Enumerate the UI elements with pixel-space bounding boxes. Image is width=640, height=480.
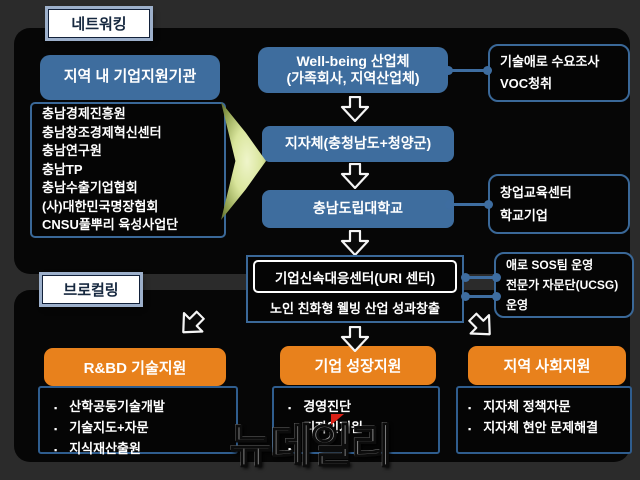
center-subtitle: 노인 친화형 웰빙 산업 성과창출 [270, 301, 440, 316]
connector-dot [484, 200, 493, 209]
list-item: ▪ 지식재산출원 [54, 439, 230, 460]
list-item-text: 지자체 현안 문제해결 [483, 420, 599, 435]
list-item-text: 산학공동기술개발 [69, 399, 165, 414]
card-regional-title-box: 지역 사회지원 [468, 346, 626, 385]
down-arrow-icon [340, 229, 370, 261]
networking-tag-label: 네트워킹 [71, 16, 127, 33]
org-item: 충남TP [42, 161, 83, 177]
list-item-text: 경영진단 [303, 399, 352, 414]
card-regional-title: 지역 사회지원 [503, 358, 591, 375]
card-growth-title: 기업 성장지원 [314, 358, 402, 375]
voc-line2: VOC청취 [500, 76, 553, 91]
org-item: 충남경제진흥원 [42, 105, 126, 121]
card-rbd-list: ▪ 산학공동기술개발 ▪ 기술지도+자문 ▪ 지식재산출원 [38, 386, 238, 456]
org-item: 충남연구원 [42, 143, 102, 159]
card-growth-list: ▪ 경영진단 ▪ 디자인지원 ▪ [272, 386, 440, 454]
list-item: ▪ 기술지도+자문 [54, 418, 230, 439]
diagonal-arrow-right-icon [461, 306, 504, 349]
org-item: 충남창조경제혁신센터 [42, 124, 162, 140]
university-box: 충남도립대학교 [262, 190, 454, 228]
connector-dot [483, 66, 492, 75]
bullet-icon: ▪ [468, 403, 472, 413]
list-item: ▪ 디자인지원 [288, 418, 432, 439]
university-label: 충남도립대학교 [312, 200, 404, 217]
org-item: (사)대한민국명장협회 [42, 198, 159, 214]
list-item-text: 기술지도+자문 [69, 420, 149, 435]
edu-line2: 학교기업 [500, 208, 548, 223]
brokaling-tag: 브로컬링 [42, 275, 140, 304]
org-item: 충남수출기업협회 [42, 180, 138, 196]
voc-line1: 기술애로 수요조사 [500, 54, 600, 69]
connector-dot [461, 273, 470, 282]
edu-line1: 창업교육센터 [500, 185, 572, 200]
brokaling-tag-label: 브로컬링 [63, 282, 119, 299]
watermark-flag-icon [331, 414, 344, 425]
connector-dot [461, 292, 470, 301]
wellbeing-box: Well-being 산업체 (가족회사, 지역산업체) [258, 47, 448, 93]
list-item-text: 디자인지원 [303, 420, 364, 435]
connector-line [464, 295, 498, 298]
rapid-response-center-title: 기업신속대응센터(URI 센터) [253, 260, 457, 293]
edu-center-box: 창업교육센터 학교기업 [488, 174, 630, 234]
connector-line [448, 203, 492, 206]
bullet-icon: ▪ [288, 424, 292, 434]
connector-line [464, 276, 498, 279]
list-item-text: 지식재산출원 [69, 441, 141, 456]
list-item: ▪ 지자체 현안 문제해결 [468, 418, 624, 439]
sos-line1: 애로 SOS팀 운영 [506, 258, 594, 272]
center-title-text: 기업신속대응센터(URI 센터) [274, 270, 436, 286]
down-arrow-icon [340, 325, 370, 357]
sos-team-box: 애로 SOS팀 운영 전문가 자문단(UCSG)운영 [494, 252, 634, 318]
list-item: ▪ 지자체 정책자문 [468, 397, 624, 418]
rapid-response-center-box: 기업신속대응센터(URI 센터) 노인 친화형 웰빙 산업 성과창출 [246, 255, 464, 323]
support-orgs-title: 지역 내 기업지원기관 [63, 68, 197, 86]
support-orgs-list: 충남경제진흥원 충남창조경제혁신센터 충남연구원 충남TP 충남수출기업협회 (… [30, 102, 226, 238]
connector-line [447, 69, 491, 72]
org-item: CNSU풀뿌리 육성사업단 [42, 217, 179, 233]
bullet-icon: ▪ [288, 403, 292, 413]
bullet-icon: ▪ [468, 424, 472, 434]
connector-dot [445, 200, 454, 209]
voc-box: 기술애로 수요조사 VOC청취 [488, 44, 630, 102]
diagonal-arrow-left-icon [168, 304, 211, 347]
networking-tag: 네트워킹 [48, 9, 150, 38]
bullet-icon: ▪ [288, 444, 292, 454]
connector-dot [492, 273, 501, 282]
sos-line2: 전문가 자문단(UCSG)운영 [506, 278, 619, 312]
connector-dot [444, 66, 453, 75]
support-orgs-title-box: 지역 내 기업지원기관 [40, 55, 220, 100]
list-item: ▪ 산학공동기술개발 [54, 397, 230, 418]
list-item-text: 지자체 정책자문 [483, 399, 571, 414]
card-growth-title-box: 기업 성장지원 [280, 346, 436, 385]
list-item: ▪ 경영진단 [288, 397, 432, 418]
list-item: ▪ [288, 439, 432, 459]
card-rbd-title: R&BD 기술지원 [83, 359, 187, 377]
down-arrow-icon [340, 162, 370, 194]
local-gov-box: 지자체(충청남도+청양군) [262, 126, 454, 162]
wellbeing-line1: Well-being 산업체 [296, 52, 410, 69]
watermark: 뉴데일리 [229, 419, 394, 473]
bullet-icon: ▪ [54, 445, 58, 455]
down-arrow-icon [340, 95, 370, 127]
connector-dot [492, 292, 501, 301]
bullet-icon: ▪ [54, 403, 58, 413]
card-rbd-title-box: R&BD 기술지원 [44, 348, 226, 386]
local-gov-label: 지자체(충청남도+청양군) [284, 135, 432, 152]
wellbeing-line2: (가족회사, 지역산업체) [286, 70, 420, 86]
bullet-icon: ▪ [54, 424, 58, 434]
card-regional-list: ▪ 지자체 정책자문 ▪ 지자체 현안 문제해결 [456, 386, 632, 454]
